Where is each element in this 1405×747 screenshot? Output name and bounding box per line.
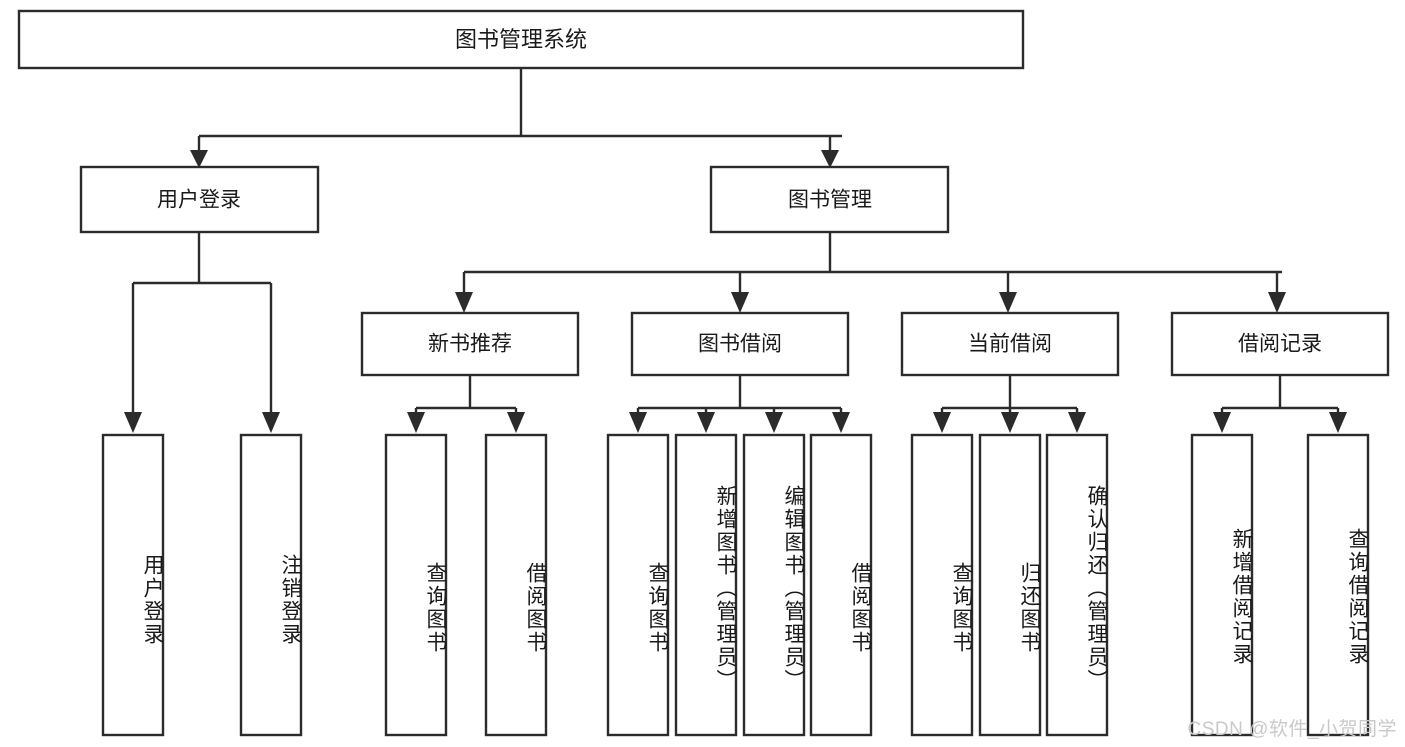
leaf-bookborrow-borrow[interactable] [809,433,873,737]
watermark-text: CSDN @软件_小贺同学 [1187,719,1397,740]
node-new-book-recommend[interactable]: 新书推荐 [360,311,580,377]
node-user-login[interactable]: 用户登录 [79,165,320,234]
node-new-book-recommend-label: 新书推荐 [428,333,512,356]
leaf-borrowrecord-add[interactable] [1190,433,1254,737]
connector-borrowrecord-to-leaves [1213,375,1347,433]
node-book-borrow-label: 图书借阅 [698,333,782,356]
node-book-management-label: 图书管理 [788,189,872,212]
leaf-user-login-login[interactable] [101,433,165,737]
leaf-currentborrow-confirm[interactable] [1045,433,1109,737]
leaf-bookborrow-query[interactable] [606,433,670,737]
connector-newbook-to-leaves [407,375,525,433]
connector-userlogin-to-leaves [124,232,280,433]
leaf-newbook-query[interactable] [384,433,448,737]
node-book-management[interactable]: 图书管理 [709,165,950,234]
leaf-currentborrow-return[interactable] [978,433,1042,737]
connector-root-to-level2 [190,68,842,168]
leaf-bookborrow-edit[interactable] [742,433,806,737]
node-current-borrow-label: 当前借阅 [968,333,1052,356]
connector-bookborrow-to-leaves [629,375,850,433]
connector-currentborrow-to-leaves [933,375,1086,433]
leaf-borrowrecord-query[interactable] [1306,433,1370,737]
connector-bookmgmt-to-level3 [455,232,1286,313]
node-borrow-record[interactable]: 借阅记录 [1170,311,1390,377]
leaf-currentborrow-query[interactable] [910,433,974,737]
node-root-label: 图书管理系统 [455,27,587,52]
node-current-borrow[interactable]: 当前借阅 [900,311,1120,377]
leaf-bookborrow-add[interactable] [674,433,738,737]
node-root[interactable]: 图书管理系统 [17,9,1025,70]
node-borrow-record-label: 借阅记录 [1238,333,1322,356]
leaf-newbook-borrow[interactable] [484,433,548,737]
node-book-borrow[interactable]: 图书借阅 [630,311,850,377]
leaf-user-login-logout[interactable] [239,433,303,737]
node-user-login-label: 用户登录 [157,189,241,212]
